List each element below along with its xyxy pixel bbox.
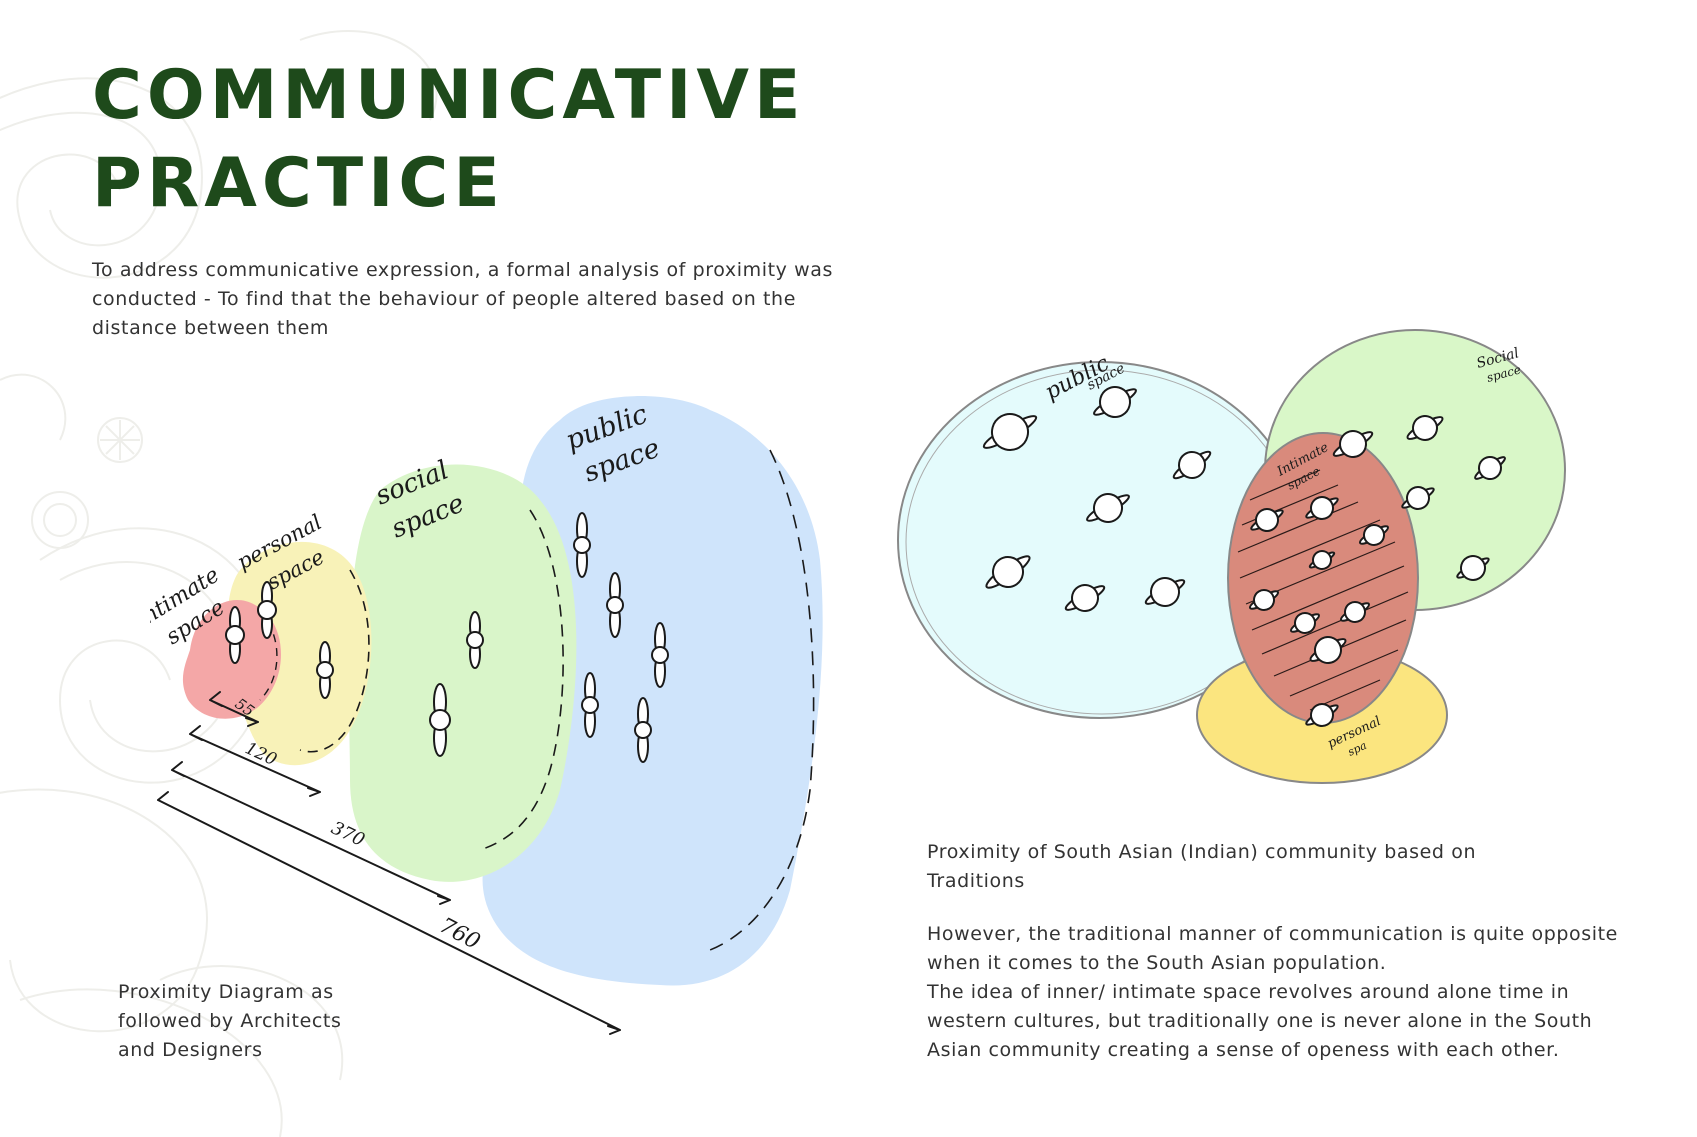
right-body-line-5: Asian community creating a sense of open… xyxy=(927,1039,1560,1061)
western-proximity-diagram: 55 120 370 760 intimate space personal s… xyxy=(150,396,823,1035)
people-figures-right xyxy=(982,386,1506,727)
person-figure xyxy=(1144,577,1186,607)
person-figure xyxy=(1359,524,1389,546)
person-figure xyxy=(985,555,1031,589)
person-figure xyxy=(1086,493,1130,523)
person-figure xyxy=(225,606,245,664)
page-title: COMMUNICATIVE PRACTICE xyxy=(92,52,806,228)
right-body-line-2: when it comes to the South Asian populat… xyxy=(927,952,1387,974)
intro-line-2: conducted - To find that the behaviour o… xyxy=(92,288,796,310)
person-figure xyxy=(1456,555,1490,581)
person-figure xyxy=(466,611,484,669)
person-figure xyxy=(1290,612,1320,634)
person-figure xyxy=(606,572,624,638)
person-figure xyxy=(1250,508,1284,532)
distance-arrows xyxy=(157,691,621,1035)
distance-label-760: 760 xyxy=(435,913,484,955)
person-figure xyxy=(1309,636,1347,664)
intro-paragraph: To address communicative expression, a f… xyxy=(92,256,852,343)
person-figure xyxy=(1305,703,1339,727)
intimate-zone-dashed-edge xyxy=(259,609,278,701)
person-figure xyxy=(1172,450,1212,480)
right-caption-line-1: Proximity of South Asian (Indian) commun… xyxy=(927,841,1477,863)
left-caption-line-2: followed by Architects xyxy=(118,1010,342,1032)
person-figure xyxy=(1308,550,1336,570)
person-figure xyxy=(1406,415,1444,441)
personal-zone-dashed-edge xyxy=(299,569,370,753)
right-body-paragraph: However, the traditional manner of commu… xyxy=(927,920,1627,1065)
person-figure xyxy=(1474,456,1506,480)
person-figure xyxy=(651,622,669,688)
person-figure xyxy=(1249,589,1279,611)
title-line-1: COMMUNICATIVE xyxy=(92,56,806,135)
person-figure xyxy=(1064,584,1106,612)
person-figure xyxy=(573,512,591,578)
left-diagram-caption: Proximity Diagram as followed by Archite… xyxy=(118,978,378,1065)
social-zone-dashed-edge xyxy=(479,509,564,851)
person-figure xyxy=(581,672,599,738)
intro-line-3: distance between them xyxy=(92,317,330,339)
distance-arrow-370 xyxy=(171,761,451,905)
intro-line-1: To address communicative expression, a f… xyxy=(92,259,834,281)
person-figure xyxy=(1305,496,1339,520)
person-figure xyxy=(429,683,451,757)
person-figure xyxy=(1401,486,1435,510)
person-figure xyxy=(634,697,652,763)
left-caption-line-1: Proximity Diagram as xyxy=(118,981,334,1003)
right-caption-line-2: Traditions xyxy=(927,870,1025,892)
public-zone xyxy=(482,396,823,986)
intimate-circle xyxy=(1227,432,1419,724)
person-figure xyxy=(316,641,334,699)
person-figure xyxy=(1332,430,1374,458)
distance-arrow-55 xyxy=(209,691,259,727)
south-asian-proximity-diagram: public space Social space Intimate space… xyxy=(897,329,1566,784)
right-body-line-3: The idea of inner/ intimate space revolv… xyxy=(927,981,1570,1003)
public-zone-dashed-edge xyxy=(709,449,815,951)
social-zone xyxy=(348,464,577,882)
person-figure xyxy=(1093,386,1137,418)
right-body-line-1: However, the traditional manner of commu… xyxy=(927,923,1618,945)
people-figures xyxy=(225,512,669,763)
person-figure xyxy=(1340,601,1370,623)
right-body-line-4: western cultures, but traditionally one … xyxy=(927,1010,1593,1032)
distance-arrow-760 xyxy=(157,791,621,1035)
person-figure xyxy=(982,413,1038,451)
distance-arrow-120 xyxy=(189,725,321,797)
right-diagram-caption: Proximity of South Asian (Indian) commun… xyxy=(927,838,1547,896)
title-line-2: PRACTICE xyxy=(92,144,505,223)
person-figure xyxy=(257,581,277,639)
left-caption-line-3: and Designers xyxy=(118,1039,263,1061)
